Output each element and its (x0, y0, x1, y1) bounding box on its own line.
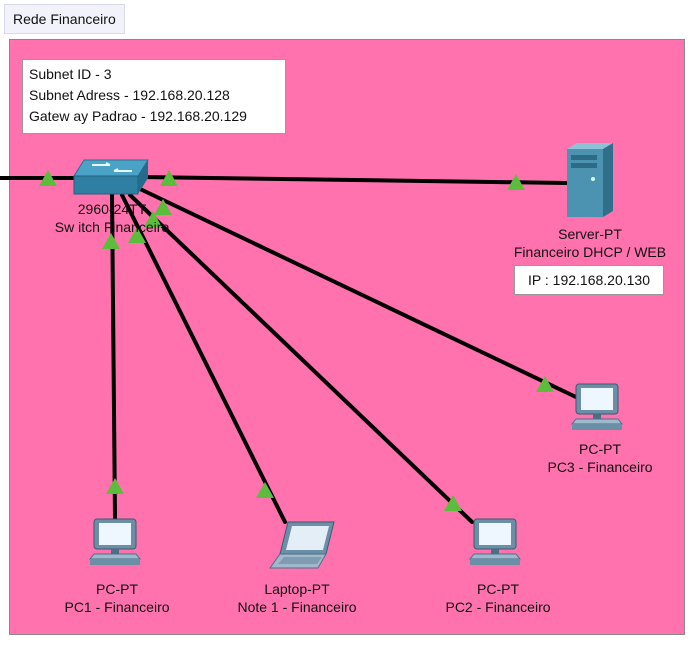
port-status-triangle (128, 227, 146, 243)
pc-icon[interactable] (466, 517, 524, 567)
server-icon[interactable] (565, 143, 615, 217)
port-status-triangle (256, 482, 274, 498)
link-switch-pc3 (136, 186, 580, 400)
subnet-id-text: Subnet ID - 3 (29, 66, 112, 82)
pc2-label: PC-PT PC2 - Financeiro (445, 581, 551, 615)
link-switch-pc2 (128, 193, 474, 524)
server-ip-note[interactable]: IP : 192.168.20.130 (514, 265, 664, 295)
laptop-icon[interactable] (268, 520, 338, 572)
port-status-triangle (144, 211, 162, 227)
switch-icon[interactable] (70, 158, 150, 198)
pc-icon[interactable] (86, 517, 144, 567)
pc1-label: PC-PT PC1 - Financeiro (64, 581, 170, 615)
port-status-triangle (507, 174, 525, 190)
subnet-address-text: Subnet Adress - 192.168.20.128 (29, 87, 230, 103)
tab-rede-financeiro[interactable]: Rede Financeiro (4, 4, 125, 34)
port-status-triangle (106, 478, 124, 494)
pc3-label: PC-PT PC3 - Financeiro (547, 441, 653, 475)
port-status-triangle (160, 170, 178, 186)
port-status-triangle (444, 495, 462, 511)
laptop-label: Laptop-PT Note 1 - Financeiro (237, 581, 357, 615)
port-status-triangle (154, 199, 172, 215)
pc-icon[interactable] (568, 382, 626, 432)
port-status-triangle (102, 233, 120, 249)
switch-label: 2960-24TT Sw itch Financeiro (54, 201, 170, 235)
port-status-triangle (39, 170, 57, 186)
port-status-triangle (536, 376, 554, 392)
subnet-info-note[interactable]: Subnet ID - 3 Subnet Adress - 192.168.20… (22, 59, 286, 134)
link-switch-laptop (120, 193, 287, 524)
link-switch-server (138, 175, 568, 185)
server-label: Server-PT Financeiro DHCP / WEB (513, 226, 667, 260)
gateway-text: Gatew ay Padrao - 192.168.20.129 (29, 108, 247, 124)
